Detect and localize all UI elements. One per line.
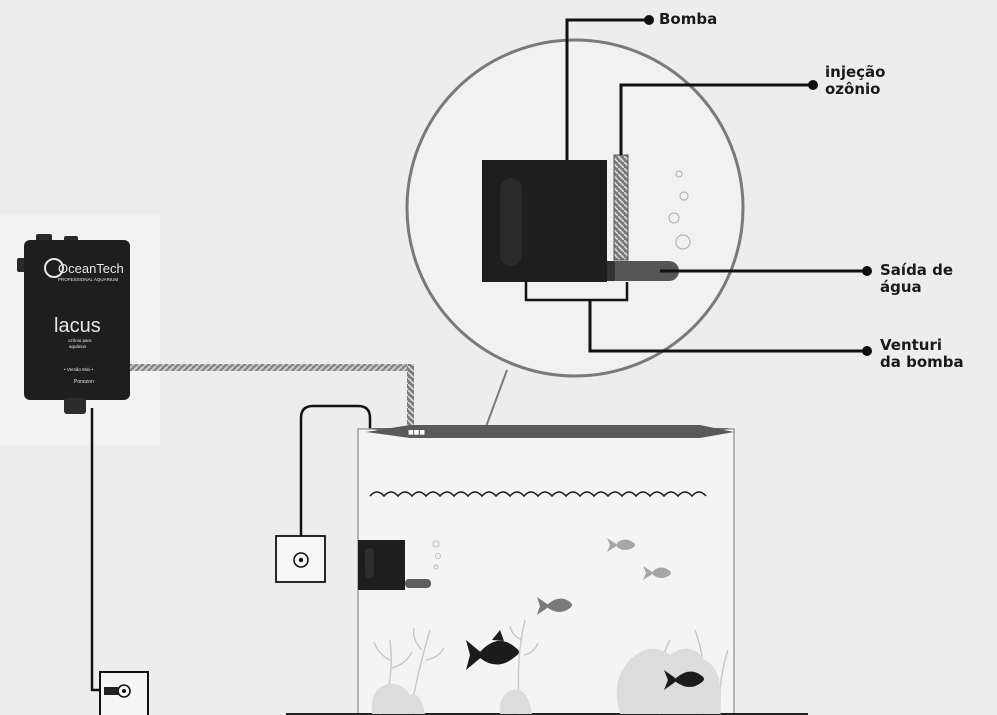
label-pump: Bomba [659, 10, 718, 28]
power-cable [90, 408, 106, 692]
device-maker: Ponozon [74, 379, 94, 385]
ozone-injection-tube [613, 154, 629, 261]
wall-outlet-left [99, 671, 149, 715]
leader-ozone [619, 83, 812, 155]
device-model: • Versão Mini • [64, 367, 94, 372]
label-venturi: Venturi da bomba [880, 337, 964, 371]
ozonizer-device: OceanTech PROFESSIONAL AQUARIUM lacus oz… [17, 234, 130, 414]
leader-pump [565, 18, 647, 160]
device-sub1: ozônio para [68, 338, 92, 343]
return-pipe [299, 404, 372, 548]
water-surface [369, 491, 707, 498]
magnified-pump [482, 160, 679, 282]
fish-grey-top [607, 538, 671, 580]
label-ozone-line1: injeção [825, 63, 886, 81]
label-ozone-injection: injeção ozônio [825, 64, 885, 98]
fish-grey-mid [537, 597, 572, 615]
fish-large [466, 630, 519, 670]
leader-venturi [588, 300, 866, 353]
label-venturi-line1: Venturi [880, 336, 943, 354]
pump-in-tank [358, 540, 441, 590]
device-sub2: aquários [69, 344, 87, 349]
device-tagline: PROFESSIONAL AQUARIUM [58, 277, 118, 282]
label-water-outlet: Saída de água [880, 261, 954, 296]
outlet-box-middle [275, 535, 326, 583]
device-product: lacus [54, 315, 101, 337]
leader-venturi-bracket [524, 282, 629, 302]
svg-text:■■■: ■■■ [408, 429, 425, 436]
ozone-hose-horizontal [128, 364, 414, 371]
device-brand: OceanTech [58, 261, 124, 276]
label-venturi-line2: da bomba [880, 353, 964, 371]
fish-small-right [664, 670, 704, 690]
bubbles [668, 170, 691, 250]
label-ozone-line2: ozônio [825, 80, 881, 98]
